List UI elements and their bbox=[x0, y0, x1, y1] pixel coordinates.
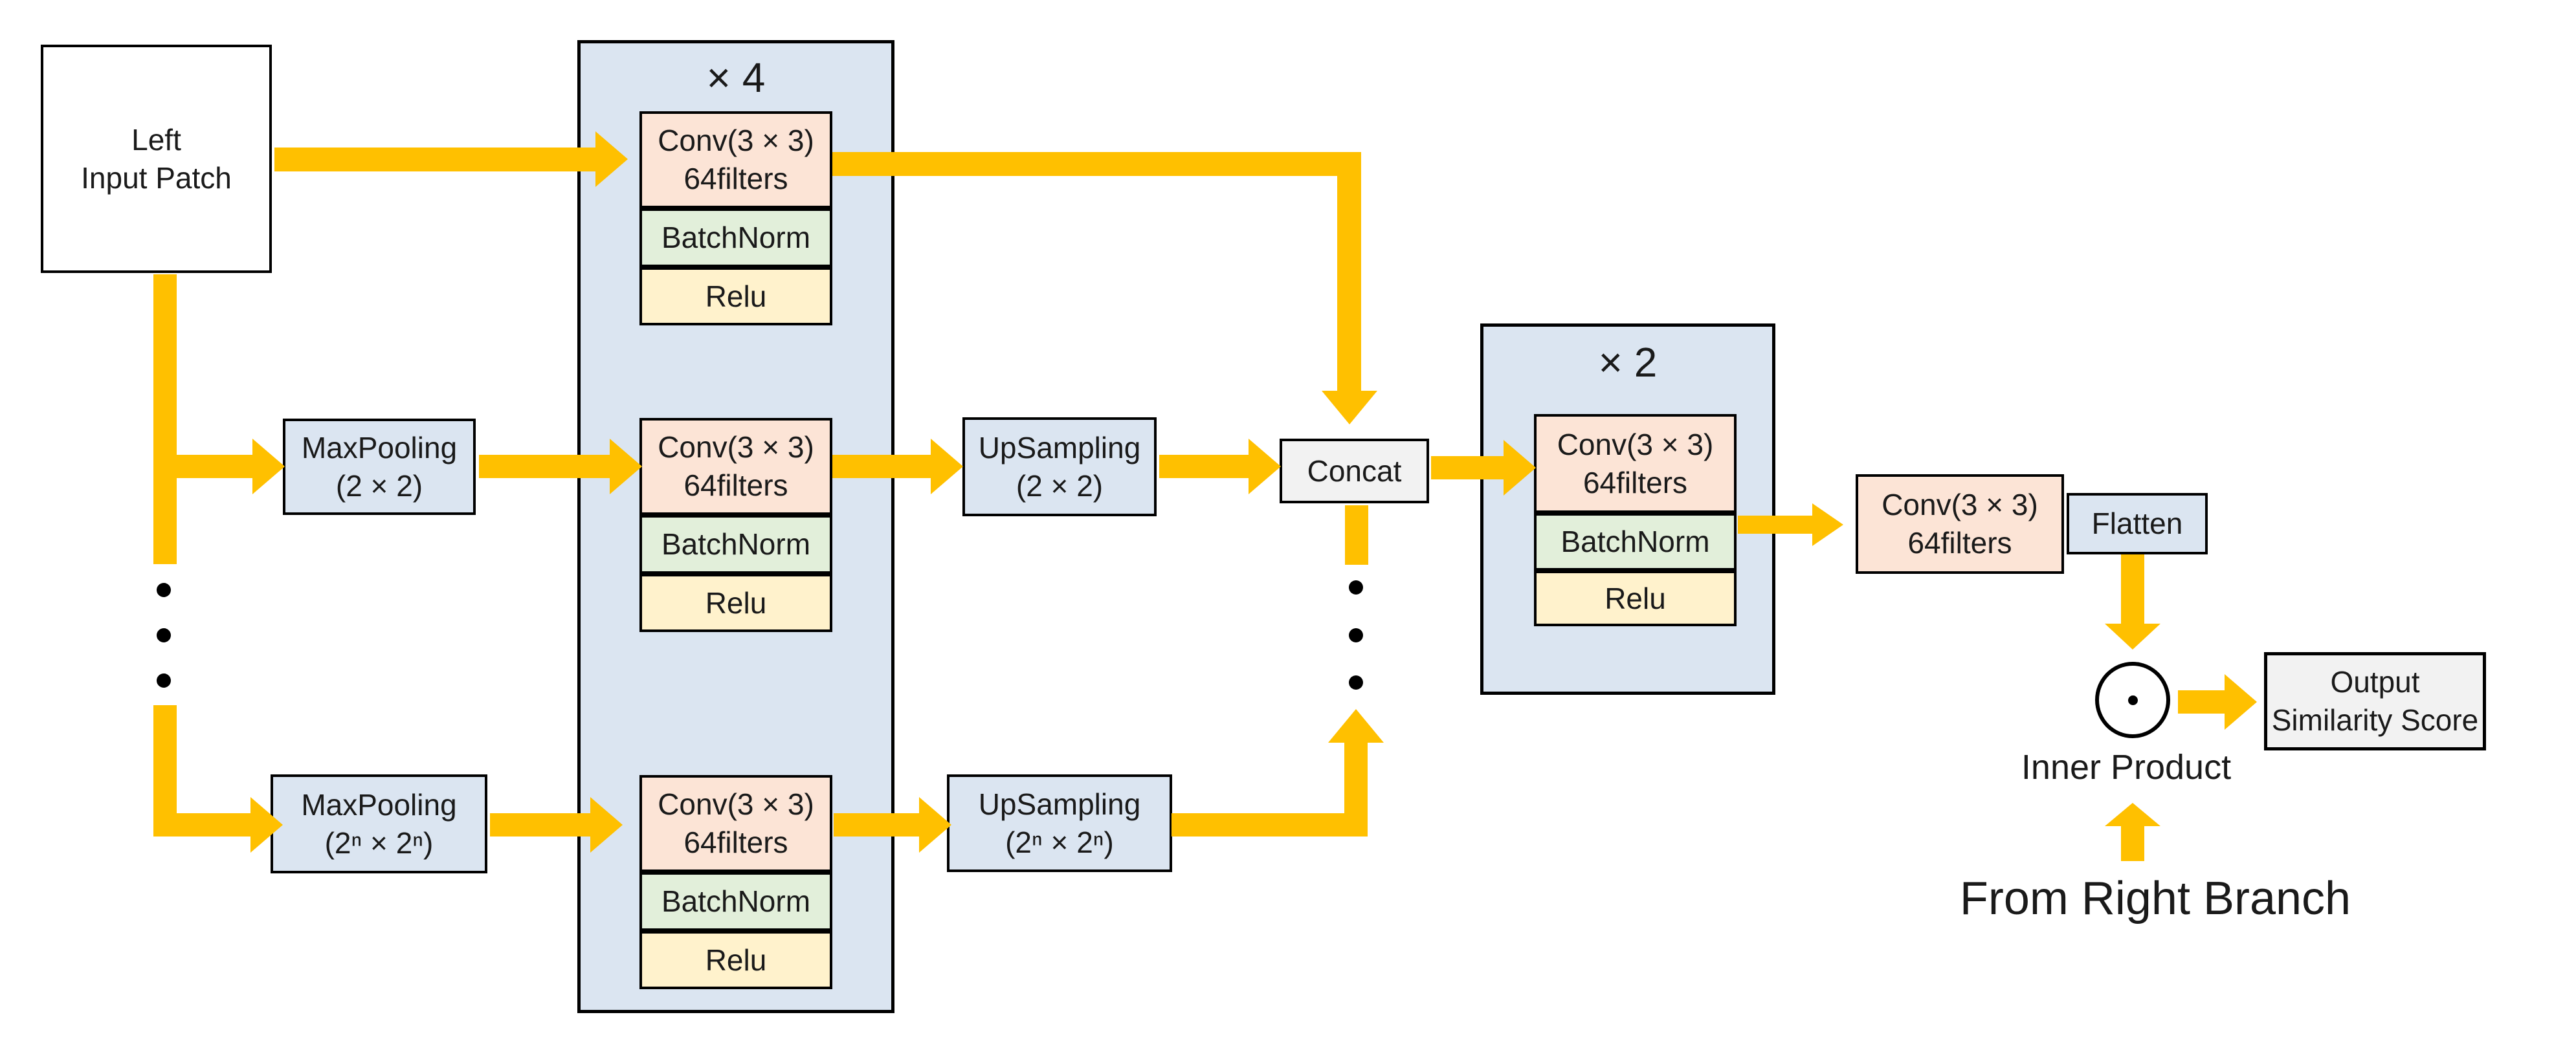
ellipsis-middle-dot-1 bbox=[1349, 580, 1363, 595]
arrow-conv2-to-upsampling1-shaft bbox=[832, 455, 931, 478]
x4-block1-conv-node: Conv(3 × 3) 64filters bbox=[639, 111, 832, 208]
arrow-input-to-conv1-head bbox=[595, 131, 628, 187]
arrow-conv1-to-concat-vertical-shaft bbox=[1337, 176, 1361, 391]
ellipsis-middle-dot-3 bbox=[1349, 675, 1363, 690]
arrow-upsampling2-to-concat-horizontal-shaft bbox=[1171, 813, 1368, 837]
arrow-x2-to-finalconv-shaft bbox=[1738, 516, 1812, 534]
left-input-patch-node: Left Input Patch bbox=[41, 45, 272, 273]
arrow-maxpool1-to-conv2-head bbox=[610, 439, 642, 494]
x2-block-batchnorm-node: BatchNorm bbox=[1534, 513, 1737, 571]
x4-block2-relu-node: Relu bbox=[639, 574, 832, 632]
from-right-branch-label: From Right Branch bbox=[1959, 873, 2351, 924]
maxpooling-2x2-node: MaxPooling (2 × 2) bbox=[283, 419, 476, 515]
inner-product-symbol bbox=[2095, 662, 2170, 738]
x2-block-relu-node: Relu bbox=[1534, 571, 1737, 626]
arrow-maxpool2-to-conv3-head bbox=[590, 797, 623, 853]
arrow-upsampling1-to-concat-shaft bbox=[1159, 455, 1249, 478]
x4-block3-batchnorm-node: BatchNorm bbox=[639, 872, 832, 931]
arrow-innerproduct-to-output-head bbox=[2225, 674, 2257, 730]
arrow-maxpool2-to-conv3-shaft bbox=[490, 813, 590, 837]
x2-repeat-title: × 2 bbox=[1598, 339, 1658, 386]
arrow-input-branch-vertical-shaft bbox=[153, 274, 177, 564]
x4-repeat-title: × 4 bbox=[706, 54, 766, 101]
ellipsis-left-dot-3 bbox=[157, 673, 171, 688]
arrow-conv1-to-concat-head bbox=[1322, 391, 1377, 424]
arrow-concat-to-x2-head bbox=[1504, 440, 1536, 496]
arrow-flatten-to-innerproduct-head bbox=[2105, 624, 2160, 650]
x4-block3-conv-node: Conv(3 × 3) 64filters bbox=[639, 775, 832, 872]
arrow-rightbranch-to-innerproduct-head bbox=[2105, 803, 2160, 826]
x4-block1-batchnorm-node: BatchNorm bbox=[639, 208, 832, 267]
arrow-upsampling2-to-concat-vertical-shaft bbox=[1344, 743, 1368, 813]
concat-node: Concat bbox=[1280, 439, 1429, 503]
maxpooling-2n-node: MaxPooling (2ⁿ × 2ⁿ) bbox=[271, 774, 487, 873]
arrow-concat-bottom-stub-shaft bbox=[1345, 505, 1368, 565]
flatten-node: Flatten bbox=[2067, 493, 2208, 554]
arrow-conv2-to-upsampling1-head bbox=[931, 439, 963, 494]
arrow-branch-to-maxpool1-shaft bbox=[177, 455, 254, 478]
arrow-innerproduct-to-output-shaft bbox=[2178, 690, 2225, 714]
inner-product-center-dot bbox=[2127, 695, 2138, 705]
x2-block-conv-node: Conv(3 × 3) 64filters bbox=[1534, 414, 1737, 513]
arrow-branch-to-maxpool2-head bbox=[250, 797, 283, 853]
arrow-x2-to-finalconv-head bbox=[1812, 503, 1843, 546]
arrow-branch-to-maxpool1-head bbox=[252, 439, 285, 494]
x4-block2-batchnorm-node: BatchNorm bbox=[639, 515, 832, 574]
final-conv-node: Conv(3 × 3) 64filters bbox=[1856, 474, 2064, 574]
arrow-input-to-conv1-shaft bbox=[274, 148, 597, 171]
arrow-branch-to-maxpool2-horizontal-shaft bbox=[153, 813, 250, 837]
arrow-concat-to-x2-shaft bbox=[1431, 456, 1504, 479]
x4-block3-relu-node: Relu bbox=[639, 931, 832, 989]
ellipsis-middle-dot-2 bbox=[1349, 628, 1363, 642]
ellipsis-left-dot-2 bbox=[157, 628, 171, 642]
x4-block1-relu-node: Relu bbox=[639, 267, 832, 325]
upsampling-2n-node: UpSampling (2ⁿ × 2ⁿ) bbox=[947, 774, 1172, 872]
arrow-upsampling2-to-concat-head bbox=[1328, 709, 1384, 743]
ellipsis-left-dot-1 bbox=[157, 583, 171, 597]
inner-product-label: Inner Product bbox=[2021, 748, 2232, 787]
upsampling-2x2-node: UpSampling (2 × 2) bbox=[962, 417, 1157, 516]
arrow-conv1-to-concat-horizontal-shaft bbox=[832, 152, 1361, 176]
output-similarity-score-node: Output Similarity Score bbox=[2264, 652, 2486, 750]
arrow-upsampling1-to-concat-head bbox=[1249, 439, 1281, 494]
arrow-rightbranch-to-innerproduct-shaft bbox=[2121, 826, 2144, 861]
x4-block2-conv-node: Conv(3 × 3) 64filters bbox=[639, 418, 832, 515]
arrow-flatten-to-innerproduct-shaft bbox=[2121, 554, 2144, 624]
arrow-conv3-to-upsampling2-shaft bbox=[834, 813, 919, 837]
arrow-maxpool1-to-conv2-shaft bbox=[479, 455, 610, 478]
arrow-conv3-to-upsampling2-head bbox=[919, 797, 951, 853]
